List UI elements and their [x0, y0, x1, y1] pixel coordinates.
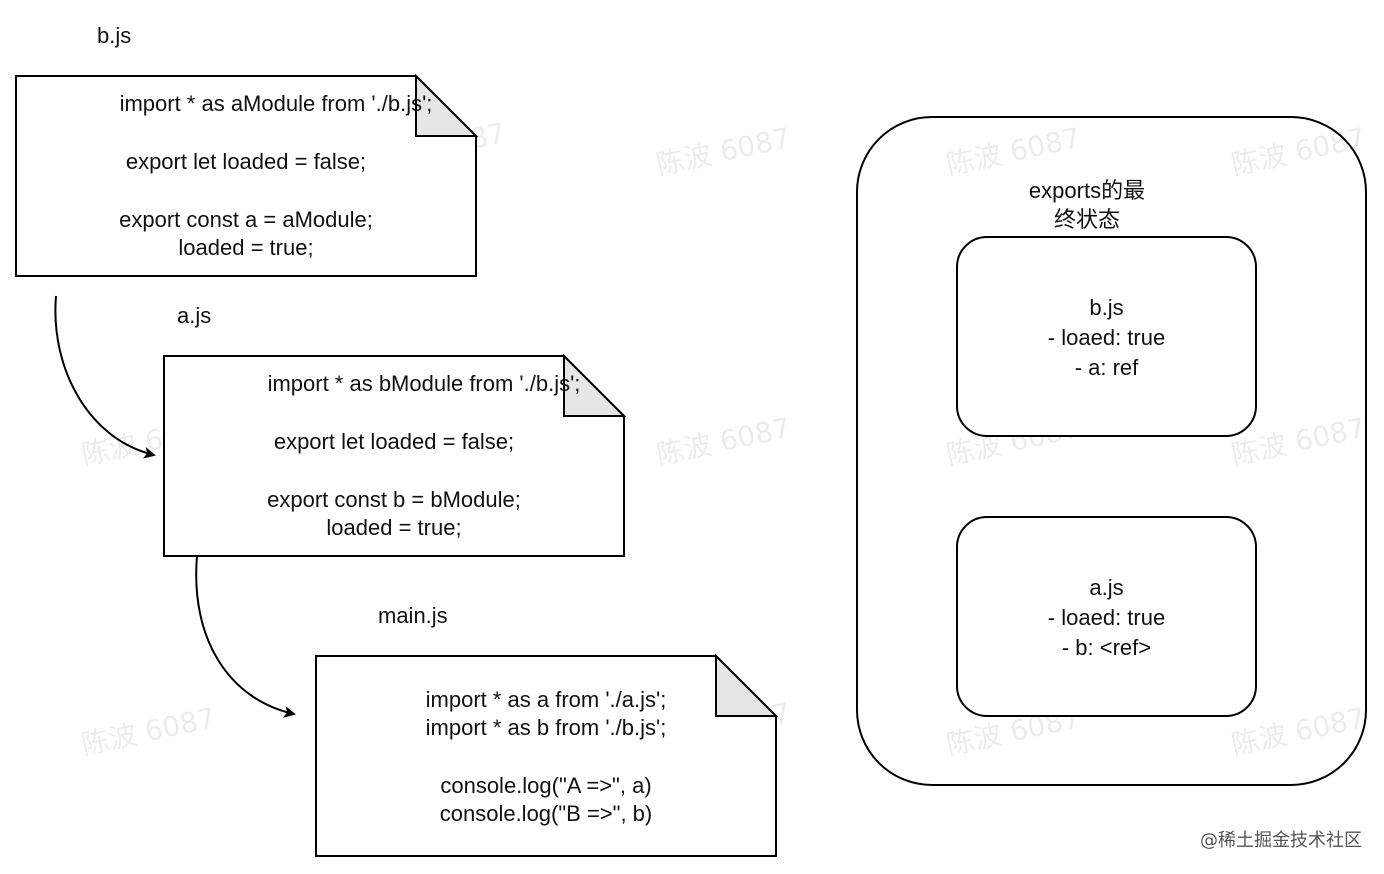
module-prop: - loaed: true [1047, 325, 1166, 350]
a-js-code: import * as bModule from './b.js'; expor… [164, 370, 624, 542]
module-prop: - b: <ref> [1061, 635, 1152, 660]
code-line: import * as aModule from './b.js'; [119, 91, 433, 116]
module-name: b.js [1089, 295, 1124, 320]
arrow-b-to-a [54, 295, 156, 459]
main-js-label: main.js [378, 603, 448, 628]
code-line: export let loaded = false; [125, 149, 367, 174]
code-line: export const b = bModule; [267, 487, 521, 512]
b-js-document-shape [15, 73, 479, 277]
b-js-label: b.js [97, 23, 132, 48]
code-line: console.log("B =>", b) [439, 801, 653, 826]
a-js-document-shape [163, 353, 627, 557]
module-name: a.js [1089, 575, 1124, 600]
a-module-box [956, 516, 1257, 717]
a-js-label: a.js [177, 303, 212, 328]
main-js-document-shape [315, 653, 779, 857]
exports-title-line: 终状态 [1053, 207, 1120, 232]
site-credit: @稀土掘金技术社区 [1200, 830, 1362, 851]
b-module-text: b.js - loaed: true - a: ref [957, 293, 1256, 383]
code-line: import * as a from './a.js'; [425, 687, 667, 712]
exports-panel-title: exports的最 终状态 [1007, 176, 1167, 234]
code-line: export const a = aModule; [119, 207, 373, 232]
code-line: import * as bModule from './b.js'; [267, 371, 581, 396]
exports-title-line: exports的最 [1028, 178, 1146, 203]
b-module-box [956, 236, 1257, 437]
module-prop: - a: ref [1074, 355, 1139, 380]
code-line: loaded = true; [178, 235, 314, 260]
code-line: export let loaded = false; [273, 429, 515, 454]
b-js-code: import * as aModule from './b.js'; expor… [16, 90, 476, 262]
module-prop: - loaed: true [1047, 605, 1166, 630]
a-module-text: a.js - loaed: true - b: <ref> [957, 573, 1256, 663]
code-line: console.log("A =>", a) [440, 773, 652, 798]
code-line: loaded = true; [326, 515, 462, 540]
code-line: import * as b from './b.js'; [425, 715, 667, 740]
arrow-a-to-main [195, 555, 296, 718]
exports-panel-outline [856, 116, 1367, 786]
main-js-code: import * as a from './a.js'; import * as… [316, 686, 776, 828]
